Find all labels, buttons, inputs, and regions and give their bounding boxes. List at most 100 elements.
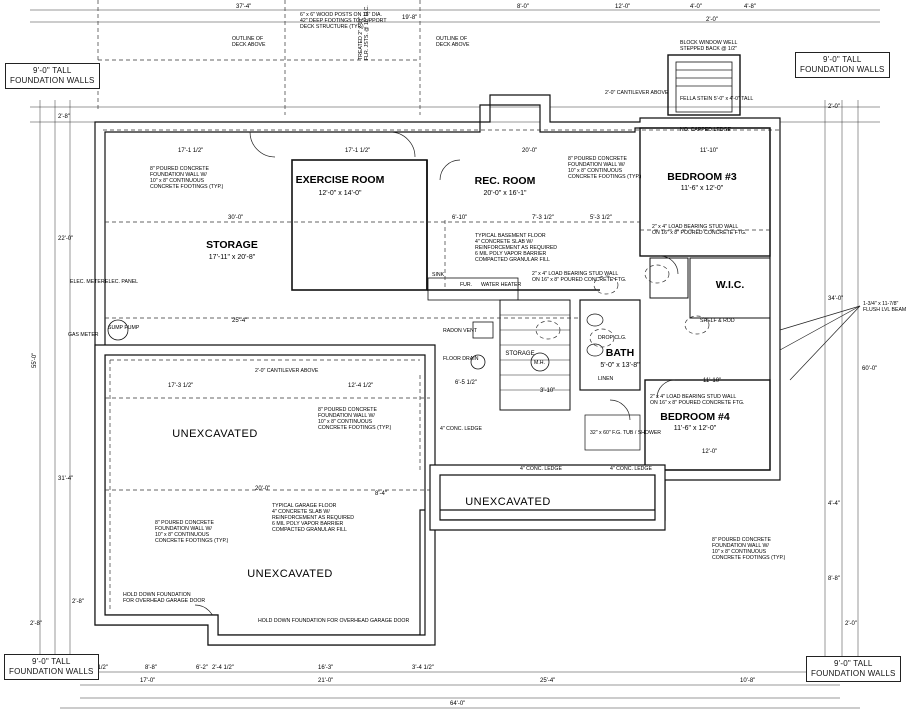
cantilever-note-top: 2'-0" CANTILEVER ABOVE xyxy=(605,90,669,96)
deck-outline xyxy=(97,0,421,115)
exercise-room-size: 12'-0" x 14'-0" xyxy=(318,190,362,197)
cantilever-note-mid: 2'-0" CANTILEVER ABOVE xyxy=(255,368,319,374)
dim-top-2: 8'-0" xyxy=(517,4,529,10)
dim-left-0: 2'-8" xyxy=(58,114,70,120)
dims-top: 37'-4" 19'-8" 8'-0" 12'-0" 4'-0" 2'-0" 4… xyxy=(236,4,756,23)
conc-ledge-note-1: 4" CONC. LEDGE xyxy=(440,426,482,432)
foundation-walls-text: FOUNDATION WALLS xyxy=(800,65,885,74)
water-heater-label: WATER HEATER xyxy=(481,282,522,288)
small-storage-label: STORAGE xyxy=(505,351,534,357)
dim-bottom-4: 16'-3" xyxy=(318,665,333,671)
dim-int-0: 17'-1 1/2" xyxy=(178,148,203,154)
dim-int-0b: 17'-1 1/2" xyxy=(345,148,370,154)
shelf-rod-label: SHELF & ROD xyxy=(700,318,735,324)
dims-right: 2'-0" 34'-0" 60'-0" 4'-4" 8'-8" 2'-0" xyxy=(828,104,877,627)
hold-down-note-2: HOLD DOWN FOUNDATION FOR OVERHEAD GARAGE… xyxy=(258,618,409,624)
furnace-label: FUR. xyxy=(460,282,472,288)
dim-int-13: 11'-10" xyxy=(703,378,721,384)
dim-bottom-1: 8'-8" xyxy=(145,665,157,671)
fella-window-label: FELLA STEIN 5'-0" x 4'-0" TALL xyxy=(680,96,753,102)
bedroom-3-label: BEDROOM #3 xyxy=(667,171,737,183)
dim-left-1: 22'-0" xyxy=(58,236,73,242)
dim-top-6: 4'-8" xyxy=(744,4,756,10)
dim-left-5: 2'-8" xyxy=(30,621,42,627)
dims-left: 2'-8" 22'-0" 55'-0" 31'-4" 2'-8" 2'-8" xyxy=(30,114,84,627)
elec-meter-label: ELEC. METER xyxy=(70,279,105,285)
window-well xyxy=(667,54,741,116)
bedroom-3-size: 11'-6" x 12'-0" xyxy=(681,185,724,192)
wood-posts-note: 6" x 6" WOOD POSTS ON 16" DIA.42" DEEP F… xyxy=(300,12,387,30)
bath-size: 5'-0" x 13'-8" xyxy=(600,362,640,369)
dim-bottom-10: 64'-0" xyxy=(450,701,465,707)
dim-int-9: 12'-4 1/2" xyxy=(348,383,373,389)
dim-int-12: 6'-5 1/2" xyxy=(455,380,477,386)
storage-size: 17'-11" x 20'-8" xyxy=(209,254,256,261)
tub-shower-label: 32" x 60" F.G. TUB / SHOWER xyxy=(590,430,661,436)
foundation-walls-label-br: 9'-0" TALL FOUNDATION WALLS xyxy=(806,656,901,682)
treated-joists-note: TREATED 2" x 10"FLR. JSTS. @ 16" O.C. xyxy=(358,5,370,60)
dim-int-1: 20'-0" xyxy=(522,148,537,154)
dims-interior: 17'-1 1/2" 17'-1 1/2" 20'-0" 11'-10" 30'… xyxy=(168,148,721,497)
dim-int-2: 11'-10" xyxy=(700,148,718,154)
dim-left-2: 55'-0" xyxy=(32,353,38,368)
sump-pump-label: SUMP PUMP xyxy=(108,325,140,331)
dim-bottom-3: 2'-4 1/2" xyxy=(212,665,234,671)
dim-top-4: 4'-0" xyxy=(690,4,702,10)
dim-int-7: 25'-4" xyxy=(232,318,247,324)
bedroom-4-label: BEDROOM #4 xyxy=(660,411,730,423)
exercise-room-label: EXERCISE ROOM xyxy=(296,174,385,186)
foundation-walls-text: FOUNDATION WALLS xyxy=(10,76,95,85)
unexcavated-label-2: UNEXCAVATED xyxy=(247,568,333,580)
dims-bottom: 1'-2 1/2" 8'-8" 6'-2" 2'-4 1/2" 16'-3" 3… xyxy=(86,665,755,707)
mh-label: M.H. xyxy=(534,360,545,366)
dim-right-1: 34'-0" xyxy=(828,296,843,302)
foundation-walls-text: FOUNDATION WALLS xyxy=(811,669,896,678)
dim-top-5: 2'-0" xyxy=(706,17,718,23)
radon-vent-label: RADON VENT xyxy=(443,328,478,334)
rec-room-size: 20'-0" x 16'-1" xyxy=(483,190,527,197)
dim-bottom-9: 10'-8" xyxy=(740,678,755,684)
unexcavated-label-1: UNEXCAVATED xyxy=(172,428,258,440)
dim-left-3: 31'-4" xyxy=(58,476,73,482)
dim-bottom-6: 17'-0" xyxy=(140,678,155,684)
storage-label: STORAGE xyxy=(206,239,258,251)
drop-ceiling-label: DROP CLG. xyxy=(598,335,626,341)
dim-int-11: 3'-10" xyxy=(540,388,555,394)
dim-left-4: 2'-8" xyxy=(72,599,84,605)
dim-int-8: 17'-3 1/2" xyxy=(168,383,193,389)
bedroom-4-size: 11'-6" x 12'-0" xyxy=(674,425,717,432)
conc-ledge-note-2: 4" CONC. LEDGE xyxy=(520,466,562,472)
floor-drain-label: FLOOR DRAIN xyxy=(443,356,479,362)
dim-top-0: 37'-4" xyxy=(236,4,251,10)
wic-label: W.I.C. xyxy=(716,279,745,291)
foundation-walls-label-bl: 9'-0" TALL FOUNDATION WALLS xyxy=(4,654,99,680)
rec-room-label: REC. ROOM xyxy=(475,175,536,187)
foundation-height-text: 9'-0" TALL xyxy=(33,66,72,75)
sink-label: SINK xyxy=(432,272,445,278)
dim-bottom-8: 25'-4" xyxy=(540,678,555,684)
conc-ledge-note-3: 4" CONC. LEDGE xyxy=(610,466,652,472)
beam-leaders xyxy=(779,305,861,381)
foundation-height-text: 9'-0" TALL xyxy=(834,659,873,668)
dim-int-10: 20'-0" xyxy=(255,486,270,492)
dim-int-5: 7'-3 1/2" xyxy=(532,215,554,221)
dim-bottom-5: 3'-4 1/2" xyxy=(412,665,434,671)
dim-top-1: 19'-8" xyxy=(402,15,417,21)
elec-panel-label: ELEC. PANEL xyxy=(105,279,138,285)
dim-bottom-2: 6'-2" xyxy=(196,665,208,671)
foundation-walls-label-tr: 9'-0" TALL FOUNDATION WALLS xyxy=(795,52,890,78)
foundation-walls-label-tl: 9'-0" TALL FOUNDATION WALLS xyxy=(5,63,100,89)
dim-right-4: 8'-8" xyxy=(828,576,840,582)
